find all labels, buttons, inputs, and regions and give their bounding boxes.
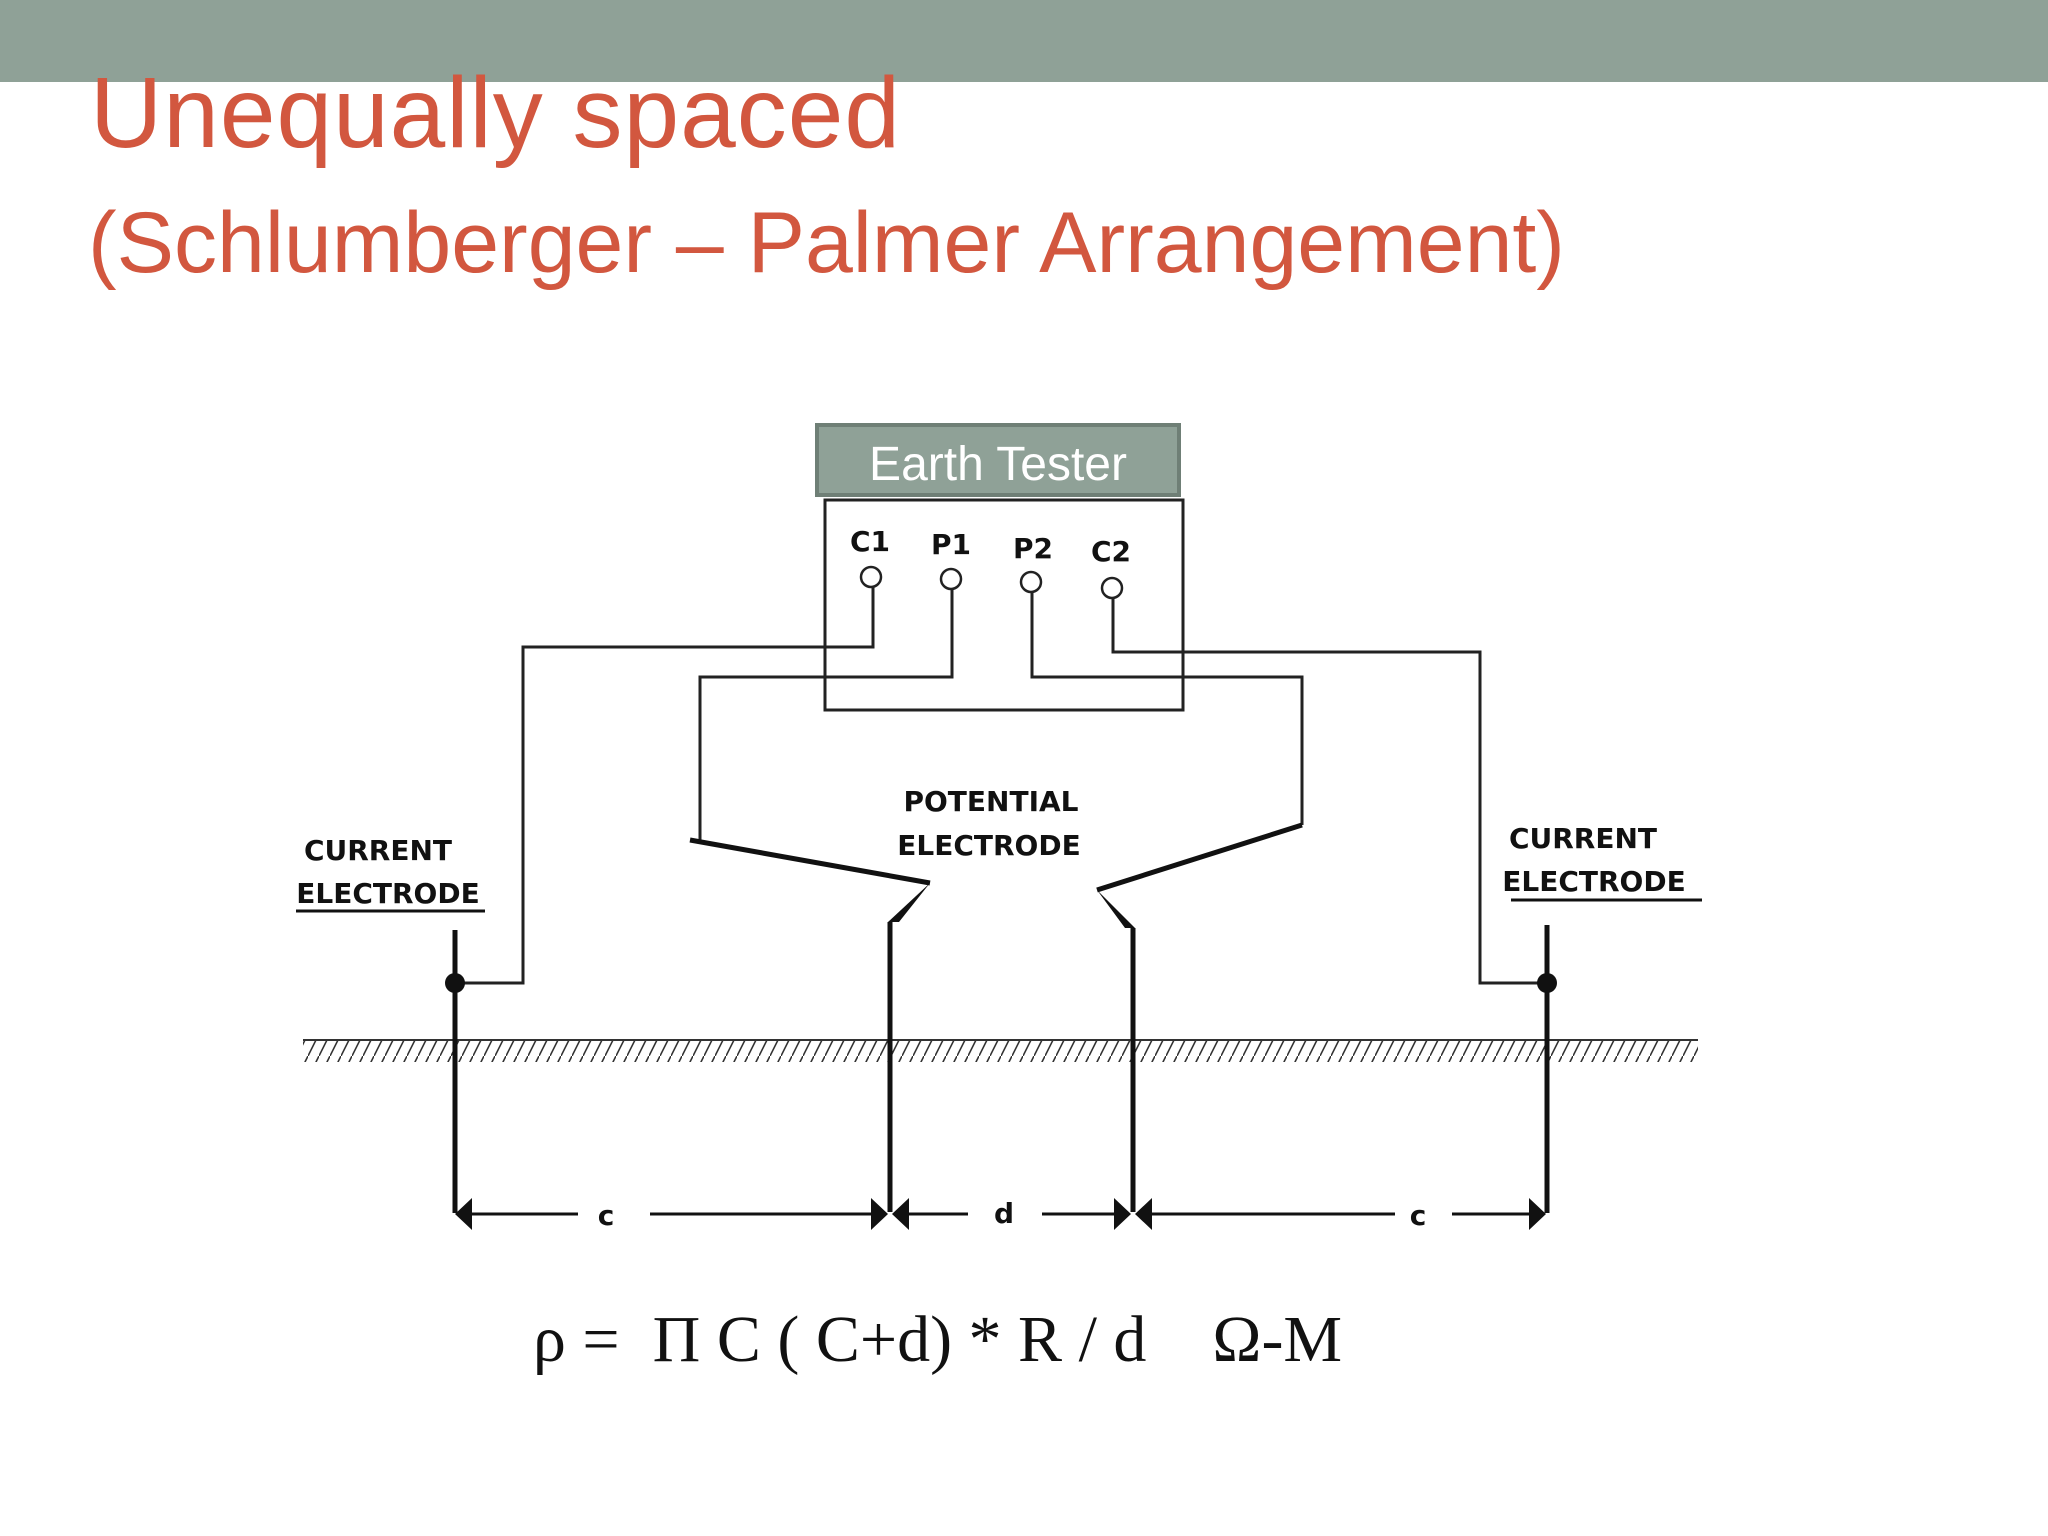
current-electrode-right-line2: ELECTRODE <box>1502 865 1685 898</box>
lead-p1 <box>689 837 931 886</box>
slide-subtitle: (Schlumberger – Palmer Arrangement) <box>88 195 1565 291</box>
earth-tester-box <box>823 498 1185 712</box>
current-electrode-left-connection <box>445 973 465 993</box>
terminal-post-c2 <box>1100 576 1124 600</box>
ground-hatch <box>303 1040 1698 1062</box>
potential-electrode-p1-tip <box>888 883 930 922</box>
spacing-label-d: d <box>994 1197 1014 1230</box>
current-electrode-right-connection <box>1537 973 1557 993</box>
lead-p2 <box>1096 822 1303 893</box>
arrowhead <box>455 1198 472 1230</box>
spacing-label-c-right: c <box>1410 1199 1427 1232</box>
resistivity-formula: ρ = Π C ( C+d) * R / d Ω-M <box>533 1303 1343 1376</box>
earth-tester-label: Earth Tester <box>869 438 1127 491</box>
terminal-post-c1 <box>859 565 883 589</box>
potential-electrode-line1: POTENTIAL <box>903 785 1078 818</box>
arrowhead <box>1135 1198 1152 1230</box>
terminal-label-p1: P1 <box>931 528 971 561</box>
potential-electrode-line2: ELECTRODE <box>897 829 1080 862</box>
wire-c2 <box>1111 598 1547 985</box>
current-electrode-left-line2: ELECTRODE <box>296 877 479 910</box>
wire-p1 <box>698 589 954 840</box>
slide-title: Unequally spaced <box>90 57 901 169</box>
terminal-label-c1: C1 <box>850 525 890 558</box>
terminal-label-p2: P2 <box>1013 532 1053 565</box>
arrowhead <box>892 1198 909 1230</box>
arrowhead <box>1114 1198 1131 1230</box>
current-electrode-left-line1: CURRENT <box>304 834 452 867</box>
wire-c1 <box>455 587 875 985</box>
terminal-post-p2 <box>1019 570 1043 594</box>
spacing-label-c-left: c <box>598 1199 615 1232</box>
earth-tester-label-box <box>815 423 1181 497</box>
wire-p2 <box>1030 592 1304 825</box>
terminal-post-p1 <box>939 567 963 591</box>
terminal-label-c2: C2 <box>1091 535 1131 568</box>
current-electrode-right-line1: CURRENT <box>1509 822 1657 855</box>
top-bar <box>0 0 2048 82</box>
arrowhead <box>1529 1198 1546 1230</box>
arrowhead <box>871 1198 888 1230</box>
potential-electrode-p2-tip <box>1097 890 1135 928</box>
